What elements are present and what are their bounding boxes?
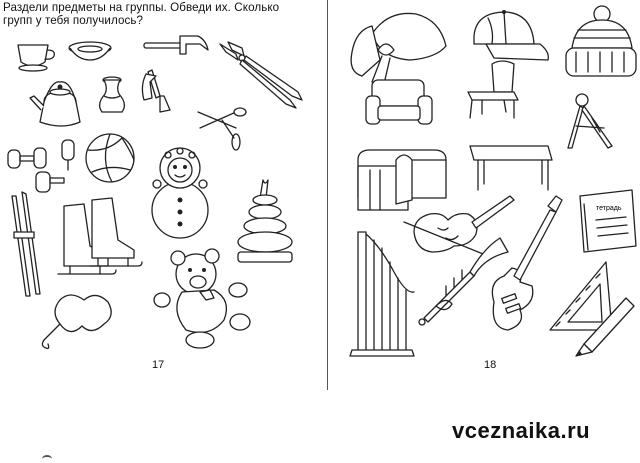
notebook-icon: тетрадь: [580, 190, 636, 252]
harp-icon: [350, 232, 414, 356]
stacking-pyramid-icon: [238, 180, 292, 262]
knit-hat-icon: [566, 6, 636, 76]
violin-icon: [404, 196, 514, 256]
plate-icon: [69, 42, 111, 60]
page-divider: [327, 0, 328, 390]
hammer-icon: [144, 36, 208, 54]
teddy-bear-icon: [154, 249, 250, 348]
roly-poly-doll-icon: [152, 148, 208, 238]
dumbbell-icon: [8, 140, 74, 192]
axe-icon: [142, 70, 170, 112]
hat-icon: [351, 13, 446, 84]
vase-icon: [100, 77, 125, 112]
pencil-icon: [576, 298, 634, 356]
pliers-icon: [220, 42, 302, 108]
ice-skates-icon: [58, 198, 142, 274]
watermark-text: vceznaika.ru: [452, 418, 591, 443]
compass-icon: [568, 94, 612, 148]
guitar-icon: [492, 196, 562, 330]
balloon-icon: [42, 295, 111, 349]
cap-icon: [474, 10, 548, 60]
table-icon: [470, 146, 552, 190]
volleyball-icon: [86, 134, 134, 182]
triangle-ruler-icon: [550, 262, 612, 330]
page-number-left: 17: [152, 359, 165, 371]
notebook-label: тетрадь: [596, 205, 622, 212]
instruction-line-1: Раздели предметы на группы. Обведи их. С…: [3, 1, 280, 14]
bed-icon: [358, 150, 446, 210]
trumpet-icon: [419, 238, 508, 325]
instruction-line-2: групп у тебя получилось?: [3, 14, 144, 27]
kettle-icon: [30, 82, 80, 126]
armchair-icon: [366, 80, 432, 124]
page-number-right: 18: [484, 359, 497, 371]
bottom-edge-mark: [42, 455, 52, 463]
chair-icon: [468, 61, 518, 118]
scissors-icon: [198, 108, 246, 150]
cup-icon: [18, 45, 54, 71]
skis-icon: [12, 192, 40, 296]
instruction-text: Раздели предметы на группы. Обведи их. С…: [3, 1, 303, 27]
